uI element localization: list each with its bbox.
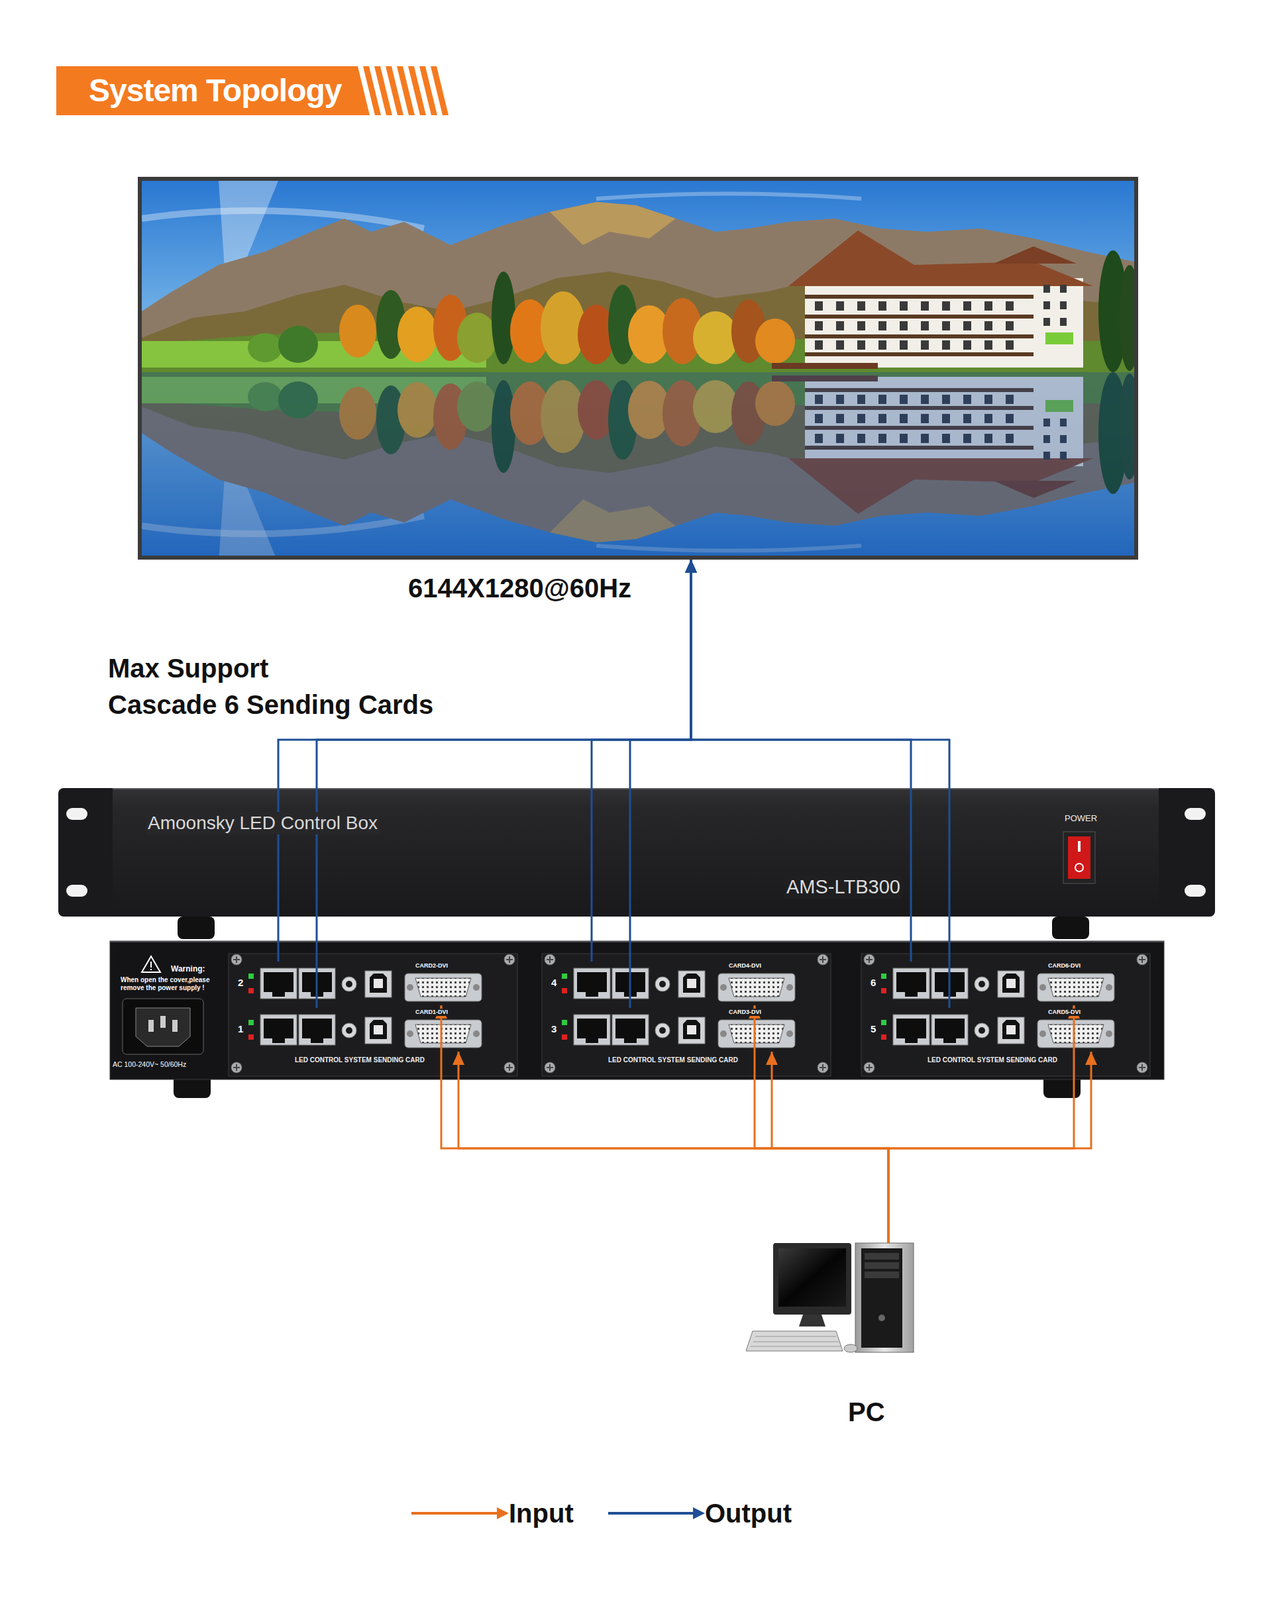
input-connector-line (771, 1052, 889, 1244)
pc-label: PC (848, 1396, 886, 1429)
warning-text: When open the cover,please remove the po… (120, 976, 220, 992)
input-connector-line (441, 1005, 889, 1244)
sending-card-module: LED CONTROL SYSTEM SENDING CARD 4 CARD4-DV… (541, 954, 831, 1077)
brand-text: Amoonsky LED Control Box (145, 812, 380, 835)
arrow-head (1085, 1052, 1098, 1066)
port-label: CARD5-DVI (1046, 1008, 1083, 1017)
arrow-head (685, 559, 697, 574)
title-banner (56, 66, 449, 116)
front-panel (58, 788, 1216, 940)
sending-card-module: LED CONTROL SYSTEM SENDING CARD 6 CARD6-DV… (861, 954, 1151, 1077)
sending-card: 3 CARD3-DVI (548, 1008, 818, 1053)
port-label: CARD2-DVI (413, 962, 450, 970)
arrow-head (685, 559, 697, 574)
output-connector (591, 559, 697, 962)
output-connector (685, 559, 950, 1009)
sending-card: 2 CARD2-DVI (235, 961, 505, 1006)
output-connector-line (316, 559, 691, 1009)
sending-card: 5 CARD5-DVI (867, 1008, 1137, 1053)
title-text: System Topology (88, 71, 342, 110)
control-box-rear: Warning: When open the cover,please remov… (109, 941, 1165, 1080)
card-number: 3 (551, 1023, 557, 1036)
input-connector (888, 1005, 1080, 1244)
warning-title: Warning: (170, 964, 206, 974)
led-screen-box: 6144X1280@60Hz (137, 176, 1139, 560)
input-connector-line (888, 1005, 1074, 1244)
output-connector (685, 559, 911, 962)
control-box-front: Amoonsky LED Control Box POWER AMS-LTB300 (112, 788, 1159, 917)
legend-text: Input (508, 1497, 574, 1530)
arrow-head (452, 1052, 465, 1066)
arrow-head (685, 559, 697, 574)
port-label: CARD6-DVI (1046, 962, 1083, 970)
pc-box: PC (748, 1243, 918, 1433)
card-number: 2 (237, 977, 244, 990)
input-connector (435, 1005, 889, 1244)
output-connector (630, 559, 697, 1009)
input-connector (888, 1052, 1098, 1244)
arrow-head (685, 559, 697, 574)
note-line: Max Support (107, 650, 434, 688)
note-label: Max Support Cascade 6 Sending Cards (107, 650, 434, 724)
input-connector (452, 1052, 889, 1244)
card-number: 4 (551, 977, 557, 990)
arrow-head (685, 559, 697, 574)
input-connector-line (754, 1005, 889, 1244)
sending-card-module: LED CONTROL SYSTEM SENDING CARD 2 CARD2-DV… (228, 954, 518, 1077)
power-rating: AC 100-240V~ 50/60Hz (112, 1060, 187, 1070)
input-connector-line (888, 1052, 1092, 1244)
input-connector-line (458, 1052, 889, 1244)
card-number: 5 (870, 1023, 876, 1036)
module-label: LED CONTROL SYSTEM SENDING CARD (925, 1056, 1060, 1065)
arrow-head (685, 559, 697, 574)
input-connector (748, 1005, 889, 1244)
card-number: 6 (870, 977, 876, 990)
card-number: 1 (237, 1023, 244, 1036)
module-label: LED CONTROL SYSTEM SENDING CARD (292, 1056, 427, 1065)
module-label: LED CONTROL SYSTEM SENDING CARD (606, 1056, 741, 1065)
power-label: POWER (1064, 813, 1098, 825)
output-connector (316, 559, 697, 1009)
output-connector-line (630, 559, 691, 1009)
input-connector (765, 1052, 889, 1244)
output-connector-line (690, 559, 911, 962)
sending-card: 4 CARD4-DVI (548, 961, 818, 1006)
pc-icon (745, 1243, 914, 1353)
legend-text: Output (704, 1497, 792, 1530)
sending-card: 6 CARD6-DVI (867, 961, 1137, 1006)
output-connector-line (591, 559, 691, 962)
output-connector (278, 559, 697, 962)
arrow-head (765, 1052, 778, 1066)
port-label: CARD4-DVI (726, 962, 764, 970)
resolution-label: 6144X1280@60Hz (408, 572, 632, 605)
port-label: CARD3-DVI (726, 1008, 764, 1017)
rear-panel (109, 941, 1165, 1099)
port-label: CARD1-DVI (413, 1008, 450, 1017)
model-text: AMS-LTB300 (784, 875, 903, 900)
sending-card: 1 CARD1-DVI (235, 1008, 505, 1053)
led-screen (137, 176, 1141, 564)
output-connector-line (690, 559, 950, 1009)
note-line: Cascade 6 Sending Cards (107, 687, 434, 724)
